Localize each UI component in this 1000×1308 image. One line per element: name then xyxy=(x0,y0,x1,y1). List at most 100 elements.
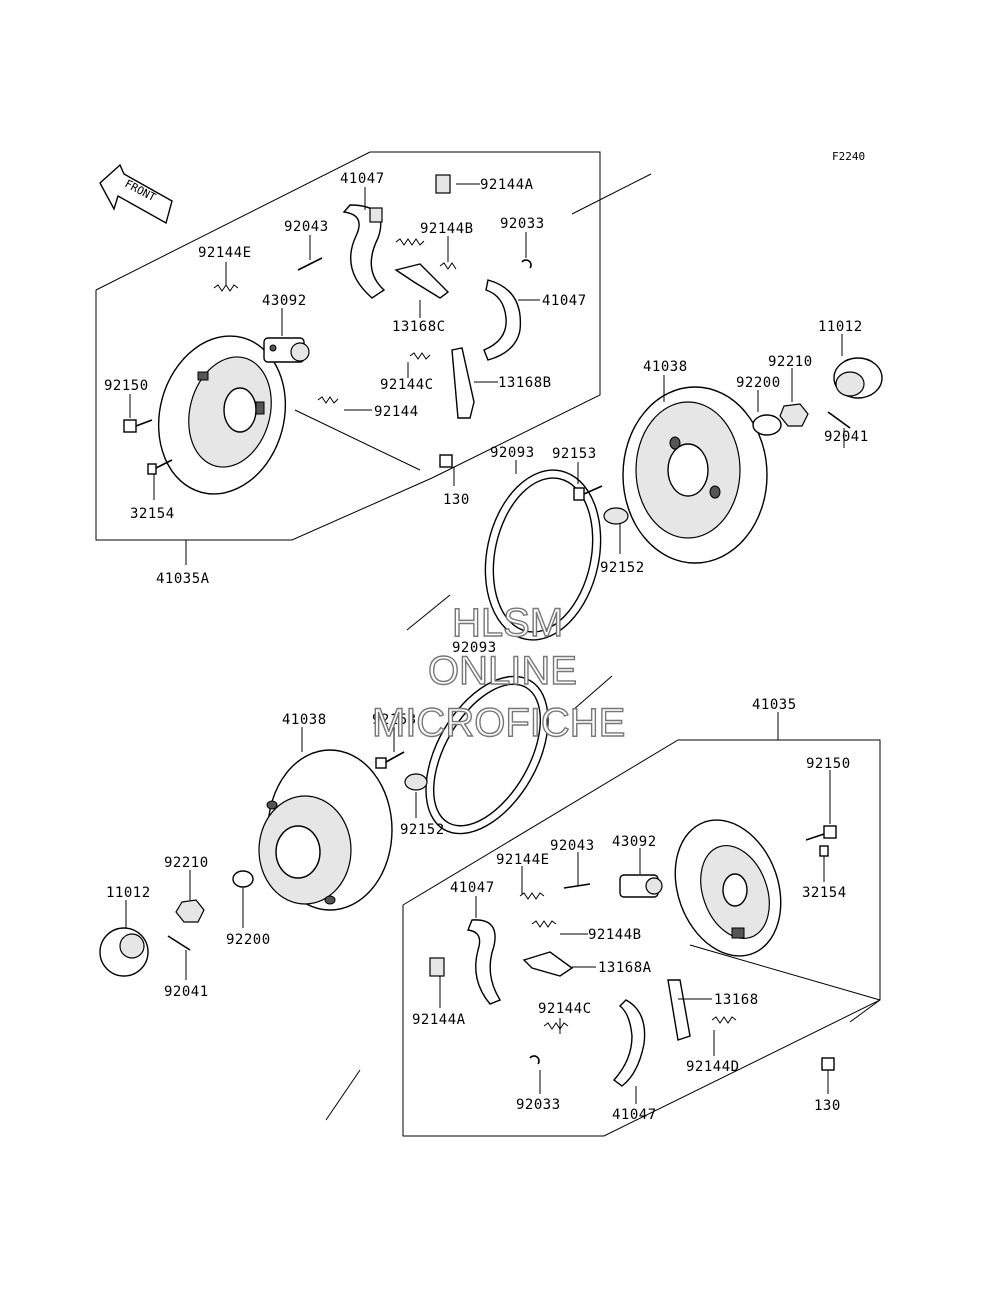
cap-11012-bottom xyxy=(99,927,149,977)
spring-92144b-top xyxy=(439,262,457,270)
label-92153-bottom: 92153 xyxy=(372,712,417,728)
label-92144a-top: 92144A xyxy=(480,177,534,193)
label-130-top: 130 xyxy=(443,492,470,508)
label-92152-top: 92152 xyxy=(600,560,645,576)
washer-92152-bottom xyxy=(404,773,428,791)
bleeder-32154-bottom xyxy=(819,845,829,857)
watermark: HLSM ONLINE MICROFICHE xyxy=(371,600,626,745)
bolt-92150-bottom xyxy=(805,825,837,841)
bolt-130-top xyxy=(439,454,453,468)
brake-shoe-bottom-right xyxy=(612,999,646,1087)
lever-13168b xyxy=(451,347,475,419)
lever-13168 xyxy=(667,979,691,1041)
label-41038-bottom: 41038 xyxy=(282,712,327,728)
spring-top xyxy=(395,238,425,246)
label-92200-top: 92200 xyxy=(736,375,781,391)
label-41047b-top: 41047 xyxy=(542,293,587,309)
label-92033-bottom: 92033 xyxy=(516,1097,561,1113)
clip-92033-bottom xyxy=(529,1055,540,1065)
brake-drum-top xyxy=(622,386,768,564)
spring-92144b-bottom xyxy=(531,920,557,928)
label-92093-top: 92093 xyxy=(490,445,535,461)
label-41047-top: 41047 xyxy=(340,171,385,187)
washer-92200-top xyxy=(752,414,782,436)
label-92150-bottom: 92150 xyxy=(806,756,851,772)
spring-92144c-top xyxy=(409,352,431,360)
cotter-92041-top xyxy=(827,411,851,429)
label-11012-top: 11012 xyxy=(818,319,863,335)
label-13168b: 13168B xyxy=(498,375,552,391)
spring-92144c-bottom xyxy=(543,1022,569,1030)
bleeder-32154-top xyxy=(147,459,173,475)
clip-92033-top xyxy=(521,259,532,269)
label-92041-bottom: 92041 xyxy=(164,984,209,1000)
label-92144c-top: 92144C xyxy=(380,377,434,393)
washer-92152-top xyxy=(603,507,629,525)
label-13168c: 13168C xyxy=(392,319,446,335)
label-41035a: 41035A xyxy=(156,571,210,587)
label-92144d: 92144D xyxy=(686,1059,740,1075)
bolt-92153-top xyxy=(573,485,603,501)
label-92210-top: 92210 xyxy=(768,354,813,370)
watermark-line-2: ONLINE xyxy=(428,649,577,693)
brake-shoe-top-right xyxy=(483,279,522,361)
front-arrow-icon: FRONT xyxy=(99,163,173,225)
pin-92043-bottom xyxy=(563,883,591,889)
seal-92093-bottom xyxy=(425,675,549,835)
label-92144e-top: 92144E xyxy=(198,245,252,261)
washer-92200-bottom xyxy=(232,870,254,888)
label-41035: 41035 xyxy=(752,697,797,713)
spring-92144d-bottom xyxy=(711,1016,737,1024)
label-92144e-bottom: 92144E xyxy=(496,852,550,868)
clip-92144a-top xyxy=(435,174,451,194)
label-92150-top: 92150 xyxy=(104,378,149,394)
brake-panel-top xyxy=(157,335,287,495)
label-92153-top: 92153 xyxy=(552,446,597,462)
brake-shoe-top-left xyxy=(342,204,386,299)
label-41038-top: 41038 xyxy=(643,359,688,375)
label-92043-bottom: 92043 xyxy=(550,838,595,854)
spring-92144e-bottom xyxy=(519,892,545,900)
label-11012-bottom: 11012 xyxy=(106,885,151,901)
pin-92043-top xyxy=(297,257,323,271)
label-92210-bottom: 92210 xyxy=(164,855,209,871)
cap-11012-top xyxy=(833,357,883,399)
brake-panel-bottom xyxy=(674,819,782,957)
label-92144b-top: 92144B xyxy=(420,221,474,237)
label-130-bottom: 130 xyxy=(814,1098,841,1114)
nut-92210-top xyxy=(779,403,809,427)
label-32154-bottom: 32154 xyxy=(802,885,847,901)
label-41047-bottom: 41047 xyxy=(450,880,495,896)
label-92200-bottom: 92200 xyxy=(226,932,271,948)
bottom-assembly-frame xyxy=(325,712,881,1137)
label-92144b-bottom: 92144B xyxy=(588,927,642,943)
nut-92210-bottom xyxy=(175,899,205,923)
bolt-92150-top xyxy=(123,419,153,433)
wheel-cylinder-top xyxy=(263,337,310,363)
label-92144c-bottom: 92144C xyxy=(538,1001,592,1017)
lever-13168c xyxy=(394,263,450,299)
label-92041-top: 92041 xyxy=(824,429,869,445)
leader-lines xyxy=(125,183,845,1104)
wheel-cylinder-bottom xyxy=(619,874,663,898)
figure-code: F2240 xyxy=(832,150,865,163)
seal-92093-top xyxy=(484,469,602,641)
brake-shoe-bottom-left xyxy=(467,919,502,1005)
part-labels: 41047 92144A 92043 92144B 92033 92144E 4… xyxy=(104,171,869,1123)
label-41047b-bottom: 41047 xyxy=(612,1107,657,1123)
label-13168: 13168 xyxy=(714,992,759,1008)
lever-13168a xyxy=(522,951,574,977)
clip-92144a-bottom xyxy=(429,957,445,977)
label-32154-top: 32154 xyxy=(130,506,175,522)
cut-mark xyxy=(406,594,451,631)
label-92144a-bottom: 92144A xyxy=(412,1012,466,1028)
label-13168a: 13168A xyxy=(598,960,652,976)
cotter-92041-bottom xyxy=(167,935,191,951)
top-assembly-frame xyxy=(95,151,652,565)
label-92152-bottom: 92152 xyxy=(400,822,445,838)
label-43092-top: 43092 xyxy=(262,293,307,309)
label-92033-top: 92033 xyxy=(500,216,545,232)
cut-mark xyxy=(572,675,613,711)
